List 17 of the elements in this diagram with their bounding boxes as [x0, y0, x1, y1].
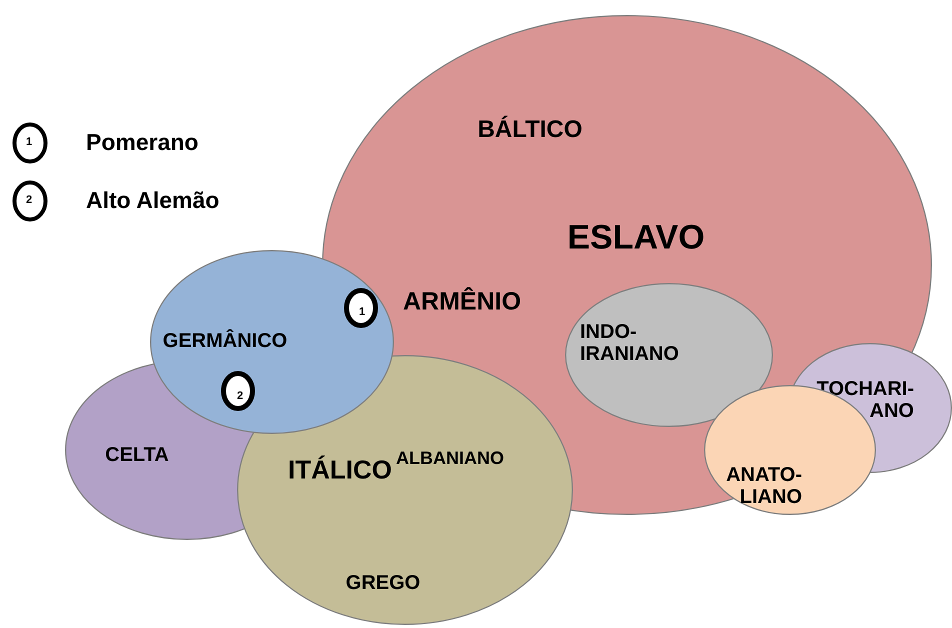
marker-number: 1 [26, 136, 32, 148]
language-label: ALBANIANO [396, 449, 504, 469]
marker-number: 1 [358, 306, 366, 318]
legend-label: Alto Alemão [86, 187, 220, 214]
language-label: GREGO [346, 572, 420, 594]
language-label: BÁLTICO [478, 116, 582, 144]
language-label: INDO- IRANIANO [580, 321, 680, 365]
legend-label: Pomerano [86, 129, 198, 156]
language-label: ITÁLICO [288, 456, 392, 484]
language-label: ARMÊNIO [402, 288, 522, 316]
language-label: CELTA [105, 444, 169, 466]
language-label: ANATO- LIANO [725, 464, 802, 508]
marker-number: 2 [26, 194, 32, 206]
language-label: ESLAVO [567, 219, 705, 257]
language-label: TOCHARI- ANO [816, 378, 914, 422]
language-label: GERMÂNICO [162, 330, 288, 352]
marker-number: 2 [236, 390, 244, 402]
